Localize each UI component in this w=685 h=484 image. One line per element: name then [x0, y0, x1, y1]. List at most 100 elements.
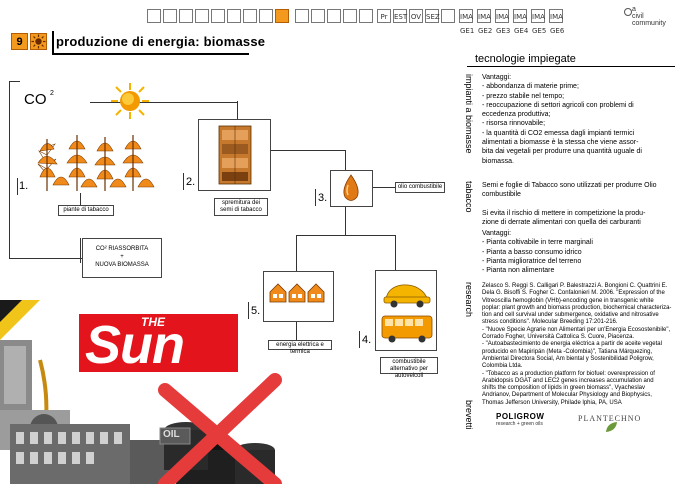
- sun-icon[interactable]: [275, 9, 289, 23]
- reference-line: Arabidopsis DGAT and LEC2 genes increase…: [482, 377, 654, 384]
- advantage-item: eccedenza produttiva;: [482, 111, 551, 119]
- advantage-item: biomassa.: [482, 157, 514, 165]
- home-icon[interactable]: [147, 9, 161, 23]
- book-icon[interactable]: [163, 9, 177, 23]
- seed-press-image: [218, 125, 252, 185]
- connector-line: [80, 238, 81, 263]
- reference-line: producido en Mapiripán (Meta -Colombia)"…: [482, 348, 653, 355]
- new-biomass-label: NUOVA BIOMASSA: [95, 262, 149, 268]
- tobacco-line: combustibile: [482, 191, 521, 199]
- sun-logo: THE Sun: [77, 312, 240, 374]
- connector-line: [9, 81, 21, 82]
- oil-drop-box: [330, 170, 373, 207]
- tobacco-line: Si evita il rischio di mettere in compet…: [482, 209, 646, 217]
- sun-section-icon: [30, 33, 47, 50]
- sun-logo-text: Sun: [85, 315, 185, 375]
- connector-line: [345, 150, 346, 170]
- connector-line: [237, 150, 345, 151]
- flask-icon[interactable]: [327, 9, 341, 23]
- brand-logo: a civil community: [624, 6, 666, 27]
- step-3-label: olio combustibile: [395, 182, 445, 193]
- advantage-item: - reoccupazione di settori agricoli con …: [482, 101, 634, 109]
- ima6-icon[interactable]: IMA GE6: [549, 9, 564, 35]
- tobacco-text: Semi e foglie di Tabacco sono utilizzati…: [482, 181, 657, 227]
- tobacco-line: Semi e foglie di Tabacco sono utilizzati…: [482, 182, 657, 189]
- reference-line: Colombia Ltda.: [482, 363, 523, 370]
- ducks-icon[interactable]: [343, 9, 357, 23]
- reference-line: - "Tobacco as a production platform for …: [482, 370, 655, 377]
- co2-label: CO: [24, 91, 47, 108]
- reference-line: shifts the composition of lipids in gree…: [482, 385, 645, 392]
- vehicles-image: [381, 284, 433, 343]
- advantage-item: - Pianta non alimentare: [482, 267, 555, 275]
- houses-icon: [269, 283, 325, 303]
- wind-icon[interactable]: [243, 9, 257, 23]
- step-5-number: 5.: [251, 305, 261, 317]
- connector-line: [55, 102, 238, 103]
- advantage-item: - prezzo stabile nel tempo;: [482, 92, 565, 100]
- advantage-item: bita dai vegetali per produrre una quant…: [482, 148, 642, 156]
- co2-box: CO 2: [20, 81, 90, 119]
- reference-line: Ambiental Directora Social, Am biental y…: [482, 355, 654, 362]
- ov-icon[interactable]: OV: [409, 9, 423, 23]
- connector-line: [395, 235, 396, 270]
- oil-drop-icon: [343, 174, 359, 201]
- ima1-icon[interactable]: IMA GE1: [459, 9, 474, 35]
- reference-line: stress conditions". Molecular Breeding 1…: [482, 319, 618, 326]
- tree-icon[interactable]: [179, 9, 193, 23]
- connector-line: [9, 81, 10, 259]
- leaf-logo-icon: [606, 422, 617, 432]
- title-bracket: [52, 31, 249, 55]
- section-number: 9: [11, 33, 28, 50]
- advantage-item: - abbondanza di materie prime;: [482, 83, 579, 91]
- vehicles-box: [375, 270, 437, 351]
- tv-icon[interactable]: [441, 9, 455, 23]
- sez-icon[interactable]: SEZ: [425, 9, 440, 23]
- oil-barrel-label: OIL: [163, 429, 180, 440]
- advantage-item: - risorsa rinnovabile;: [482, 120, 546, 128]
- step-1-label: piante di tabacco: [58, 205, 114, 216]
- est-icon[interactable]: EST: [393, 9, 407, 23]
- vlabel-biomass-plants: impianti a biomasse: [464, 74, 474, 154]
- poligrow-logo: POLIGROW research + green oils: [496, 412, 544, 427]
- plug-icon[interactable]: [227, 9, 241, 23]
- trash-icon[interactable]: [359, 9, 373, 23]
- folder-icon[interactable]: [295, 9, 309, 23]
- brand-line-3: community: [632, 20, 666, 27]
- advantages-heading: Vantaggi:: [482, 74, 512, 81]
- tobacco-plants-image: [35, 119, 160, 193]
- reference-line: - "Nuove Specie Agrarie non Alimentari p…: [482, 326, 671, 333]
- brand-line-1: a: [632, 6, 636, 13]
- step-5-label: energia elettrica e termica: [268, 340, 332, 355]
- seed-press-box: [198, 119, 271, 191]
- pr-icon[interactable]: Pr: [377, 9, 391, 23]
- connector-line: [296, 235, 395, 236]
- page-title: produzione di energia: biomasse: [56, 34, 266, 49]
- vlabel-research: research: [464, 282, 474, 318]
- vlabel-tobacco: tabacco: [464, 181, 474, 213]
- faucet-icon[interactable]: [311, 9, 325, 23]
- connector-line: [9, 258, 82, 259]
- reference-line: Andrianov, Department of Molecular Physi…: [482, 392, 652, 399]
- tobacco-line: zione di derrate alimentari con quella d…: [482, 218, 641, 226]
- plus-label: +: [120, 254, 124, 260]
- tools-icon[interactable]: [259, 9, 273, 23]
- houses-box: [263, 271, 334, 322]
- sun-icon: [111, 83, 149, 119]
- step-2-number: 2.: [186, 176, 196, 188]
- reference-line: poplar: plant growth and biomass product…: [482, 304, 672, 311]
- advantages-heading: Vantaggi:: [482, 230, 512, 237]
- step-1-number: 1.: [19, 180, 29, 192]
- ima5-icon[interactable]: IMA GE5: [531, 9, 546, 35]
- shuffle-icon[interactable]: [195, 9, 209, 23]
- reference-line: Thomas Jefferson University, Philade lph…: [482, 399, 622, 406]
- advantage-item: - Pianta miglioratrice del terreno: [482, 257, 582, 265]
- section-divider: [467, 66, 675, 67]
- ima3-icon[interactable]: IMA GE3: [495, 9, 510, 35]
- ima4-icon[interactable]: IMA GE4: [513, 9, 528, 35]
- ima2-icon[interactable]: IMA GE2: [477, 9, 492, 35]
- tap-icon[interactable]: [211, 9, 225, 23]
- research-references: Zelasco S. Reggi S. Calligari P. Balestr…: [482, 283, 671, 407]
- co2-subscript: 2: [50, 90, 54, 97]
- biomass-advantages: Vantaggi: - abbondanza di materie prime;…: [482, 73, 642, 166]
